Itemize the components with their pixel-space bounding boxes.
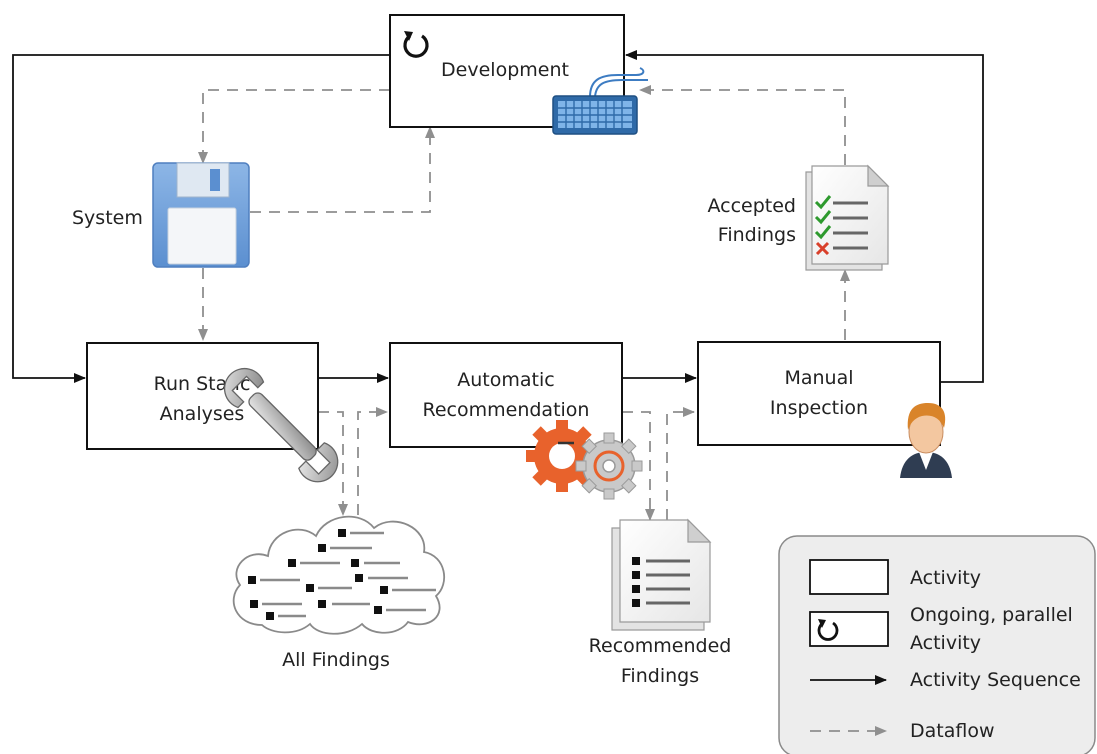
automatic-label-2: Recommendation bbox=[423, 399, 590, 421]
seq-manual-to-dev bbox=[625, 50, 984, 383]
accepted-label-1: Accepted bbox=[707, 195, 796, 217]
flow-accepted-to-dev bbox=[639, 85, 846, 165]
activity-sequence-lines bbox=[12, 50, 984, 383]
flow-system-to-dev bbox=[250, 126, 435, 213]
legend-sequence-label: Activity Sequence bbox=[910, 669, 1081, 691]
run-static-label-2: Analyses bbox=[160, 403, 245, 425]
document-checklist-icon bbox=[805, 164, 890, 271]
person-icon bbox=[900, 403, 952, 478]
automatic-label-1: Automatic bbox=[457, 369, 554, 391]
flow-recommended-to-manual bbox=[666, 407, 695, 520]
flow-run-to-allfindings bbox=[318, 411, 348, 516]
wrench-icon bbox=[223, 367, 339, 483]
activity-manual-inspection: Manual Inspection bbox=[697, 341, 941, 446]
seq-dev-to-run bbox=[12, 54, 390, 383]
activity-automatic-recommendation: Automatic Recommendation bbox=[389, 342, 623, 448]
flow-dev-to-system bbox=[198, 89, 390, 164]
legend-dataflow-label: Dataflow bbox=[910, 720, 995, 742]
dataflow-lines bbox=[198, 85, 850, 521]
gears-icon bbox=[526, 420, 643, 500]
recommended-label-1: Recommended bbox=[589, 635, 732, 657]
automatic-box bbox=[389, 342, 623, 448]
legend-ongoing-label-2: Activity bbox=[910, 632, 981, 654]
legend-ongoing-label-1: Ongoing, parallel bbox=[910, 604, 1073, 626]
document-list-icon bbox=[611, 518, 712, 631]
legend-activity-label: Activity bbox=[910, 567, 981, 589]
development-label: Development bbox=[441, 59, 569, 81]
legend: Activity Ongoing, parallel Activity Acti… bbox=[778, 535, 1096, 754]
legend-refresh-icon bbox=[817, 619, 839, 641]
manual-box bbox=[697, 341, 941, 446]
keyboard-icon bbox=[552, 67, 648, 135]
flow-allfindings-to-auto bbox=[357, 407, 388, 515]
refresh-icon bbox=[403, 31, 429, 58]
accepted-label-2: Findings bbox=[718, 224, 796, 246]
legend-ongoing-swatch bbox=[809, 611, 889, 647]
manual-label-1: Manual bbox=[784, 367, 853, 389]
cloud-icon bbox=[232, 515, 445, 635]
all-findings-label: All Findings bbox=[282, 649, 390, 671]
manual-label-2: Inspection bbox=[770, 397, 868, 419]
floppy-disk-icon bbox=[152, 162, 250, 268]
flow-auto-to-recommended bbox=[622, 411, 655, 521]
system-label: System bbox=[72, 207, 143, 229]
legend-activity-swatch bbox=[809, 559, 889, 595]
recommended-label-2: Findings bbox=[621, 665, 699, 687]
